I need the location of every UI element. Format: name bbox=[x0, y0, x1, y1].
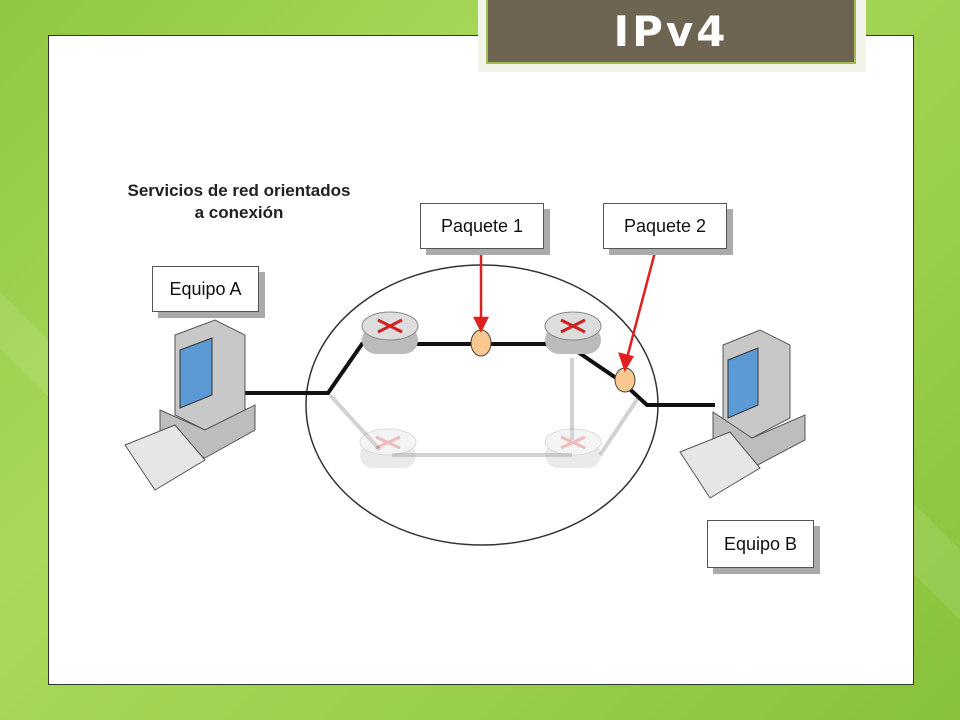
computer-b-icon bbox=[679, 329, 806, 499]
slide-title: IPv4 bbox=[613, 6, 729, 56]
router-icon-inactive bbox=[359, 428, 417, 468]
router-icon bbox=[361, 311, 419, 354]
active-connection-path bbox=[242, 342, 715, 407]
router-icon bbox=[544, 311, 602, 354]
diagram-heading-line2: a conexión bbox=[194, 203, 284, 222]
diagram-heading-line1: Servicios de red orientados bbox=[127, 181, 351, 200]
diagram-heading: Servicios de red orientados a conexión bbox=[114, 180, 364, 224]
label-equipo-b: Equipo B bbox=[707, 520, 814, 568]
title-banner: IPv4 bbox=[486, 0, 856, 64]
title-frame: IPv4 bbox=[478, 0, 866, 72]
label-paquete-2: Paquete 2 bbox=[603, 203, 727, 249]
router-icon-inactive bbox=[544, 428, 602, 468]
computer-a-icon bbox=[124, 319, 256, 491]
label-paquete-1: Paquete 1 bbox=[420, 203, 544, 249]
packet-1-arrow bbox=[472, 248, 490, 333]
packet-2-icon bbox=[614, 367, 636, 393]
label-equipo-a: Equipo A bbox=[152, 266, 259, 312]
inactive-links bbox=[328, 358, 640, 457]
network-diagram bbox=[124, 248, 806, 546]
packet-2-arrow bbox=[618, 251, 657, 373]
packet-1-icon bbox=[470, 329, 492, 357]
